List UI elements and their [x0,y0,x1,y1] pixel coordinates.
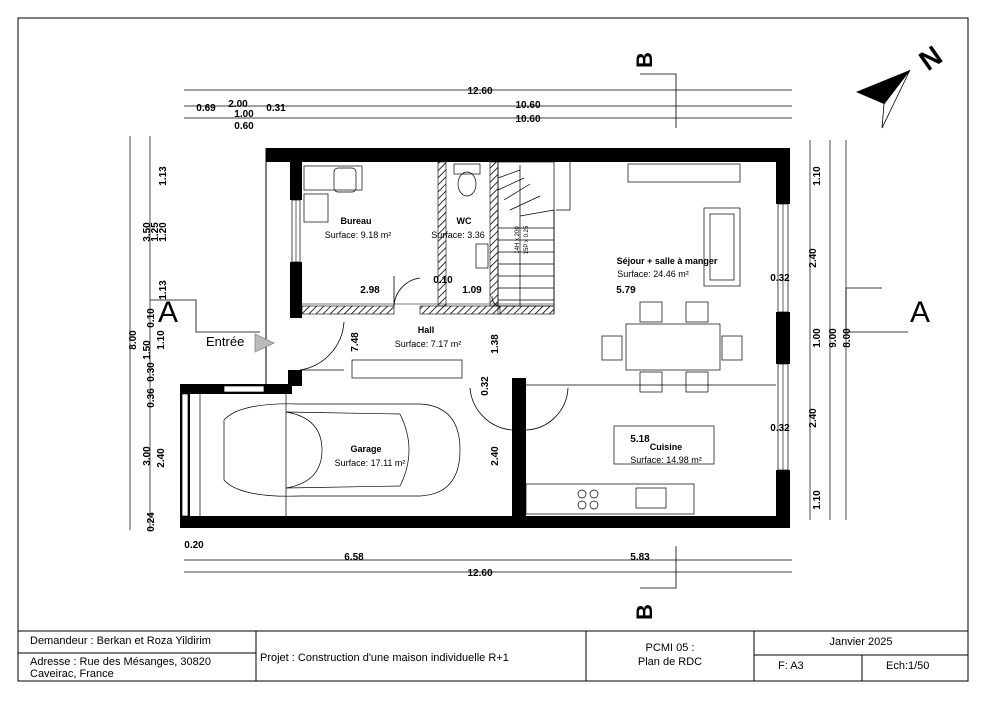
dim-left-113b: 1.13 [158,280,169,300]
title-block-scale: Ech:1/50 [886,660,930,672]
dim-int-032b: 0.32 [770,273,790,284]
dim-left-150: 1.50 [142,340,153,360]
section-a-left: A [158,296,178,329]
dim-left-110: 1.10 [156,330,167,350]
dim-bottom-658: 6.58 [344,552,364,563]
dim-bottom-583: 5.83 [630,552,650,563]
title-block-sheet-title: Plan de RDC [637,656,703,668]
dim-bottom-total: 12.60 [467,568,492,579]
dim-right-110b: 1.10 [812,490,823,510]
dim-left-800: 8.00 [128,330,139,350]
dim-left-125: 1.25 [150,222,161,242]
dim-left-120: 1.20 [158,222,169,242]
room-surface-wc: Surface: 3.36 [431,230,485,240]
room-surface-cuisine: Surface: 14.98 m² [630,455,702,465]
stair-note-2: 15P x 0.25 [524,225,530,254]
dim-right-240a: 2.40 [808,248,819,268]
title-block-sheet-code: PCMI 05 : [645,642,695,654]
dim-right-900: 9.00 [828,328,839,348]
dim-left-010: 0.10 [146,308,157,328]
dim-top-inner-2: 10.60 [515,114,540,125]
dim-int-240: 2.40 [490,446,501,466]
room-surface-hall: Surface: 7.17 m² [395,339,462,349]
dim-int-138: 1.38 [490,334,501,354]
entrance-label: Entrée [206,334,244,349]
section-b-bottom: B [632,604,657,620]
title-block-date: Janvier 2025 [829,636,893,648]
north-arrow-icon: N [856,40,948,129]
room-name-sejour: Séjour + salle à manger [617,256,718,266]
section-a-right: A [910,296,930,329]
dim-top-total: 12.60 [467,86,492,97]
dim-left-024: 0.24 [146,512,157,532]
room-surface-garage: Surface: 17.11 m² [335,458,406,468]
dim-left-036: 0.36 [146,388,157,408]
title-block-adresse-line2: Caveirac, France [30,668,114,680]
staircase [497,161,571,307]
north-letter: N [913,40,947,77]
door-swings [299,276,569,431]
dim-int-518: 5.18 [630,434,650,445]
room-name-wc: WC [457,216,472,226]
dim-left-300: 3.00 [142,446,153,466]
title-block-adresse-line1: Adresse : Rue des Mésanges, 30820 [30,656,212,668]
dim-left-030: 0.30 [146,362,157,382]
entrance-marker: Entrée [206,333,275,353]
room-surface-sejour: Surface: 24.46 m² [617,269,689,279]
dim-top-200: 2.00 [228,99,248,110]
dim-right-100: 1.00 [812,328,823,348]
dim-top-inner-1: 10.60 [515,100,540,111]
dim-int-032c: 0.32 [770,423,790,434]
sheet-frame [17,17,969,682]
dim-int-010: 0.10 [433,275,453,286]
dim-top-100: 1.00 [234,109,254,120]
dim-bottom-020: 0.20 [184,540,204,551]
dimension-labels: 12.60 10.60 10.60 0.69 2.00 1.00 0.31 0.… [128,86,853,579]
title-block-demandeur: Demandeur : Berkan et Roza Yildirim [30,635,211,647]
dim-left-240: 2.40 [156,448,167,468]
title-block-projet: Projet : Construction d'une maison indiv… [260,652,509,664]
room-surface-bureau: Surface: 9.18 m² [325,230,392,240]
dim-left-350: 3.50 [142,222,153,242]
dim-left-113a: 1.13 [158,166,169,186]
dim-int-032: 0.32 [480,376,491,396]
room-name-garage: Garage [350,444,381,454]
room-name-hall: Hall [418,325,435,335]
dim-top-060: 0.60 [234,121,254,132]
dim-top-031: 0.31 [266,103,286,114]
dim-top-069: 0.69 [196,103,216,114]
dim-int-748: 7.48 [350,332,361,352]
dim-int-579: 5.79 [616,285,636,296]
building-walls [180,148,790,528]
stair-note-1: 14H x 200 [515,226,521,254]
furniture [199,163,743,516]
section-b-top: B [632,52,657,68]
title-block-grid [18,631,968,681]
dim-right-110a: 1.10 [812,166,823,186]
title-block-format: F: A3 [778,660,804,672]
room-labels: Bureau Surface: 9.18 m² WC Surface: 3.36… [325,216,718,468]
room-name-bureau: Bureau [340,216,371,226]
room-name-cuisine: Cuisine [650,442,683,452]
dim-right-800: 8.00 [842,328,853,348]
dim-int-109: 1.09 [462,285,482,296]
dim-int-298: 2.98 [360,285,380,296]
dim-right-240b: 2.40 [808,408,819,428]
dimension-lines [129,89,847,573]
interior-partitions [288,161,776,386]
